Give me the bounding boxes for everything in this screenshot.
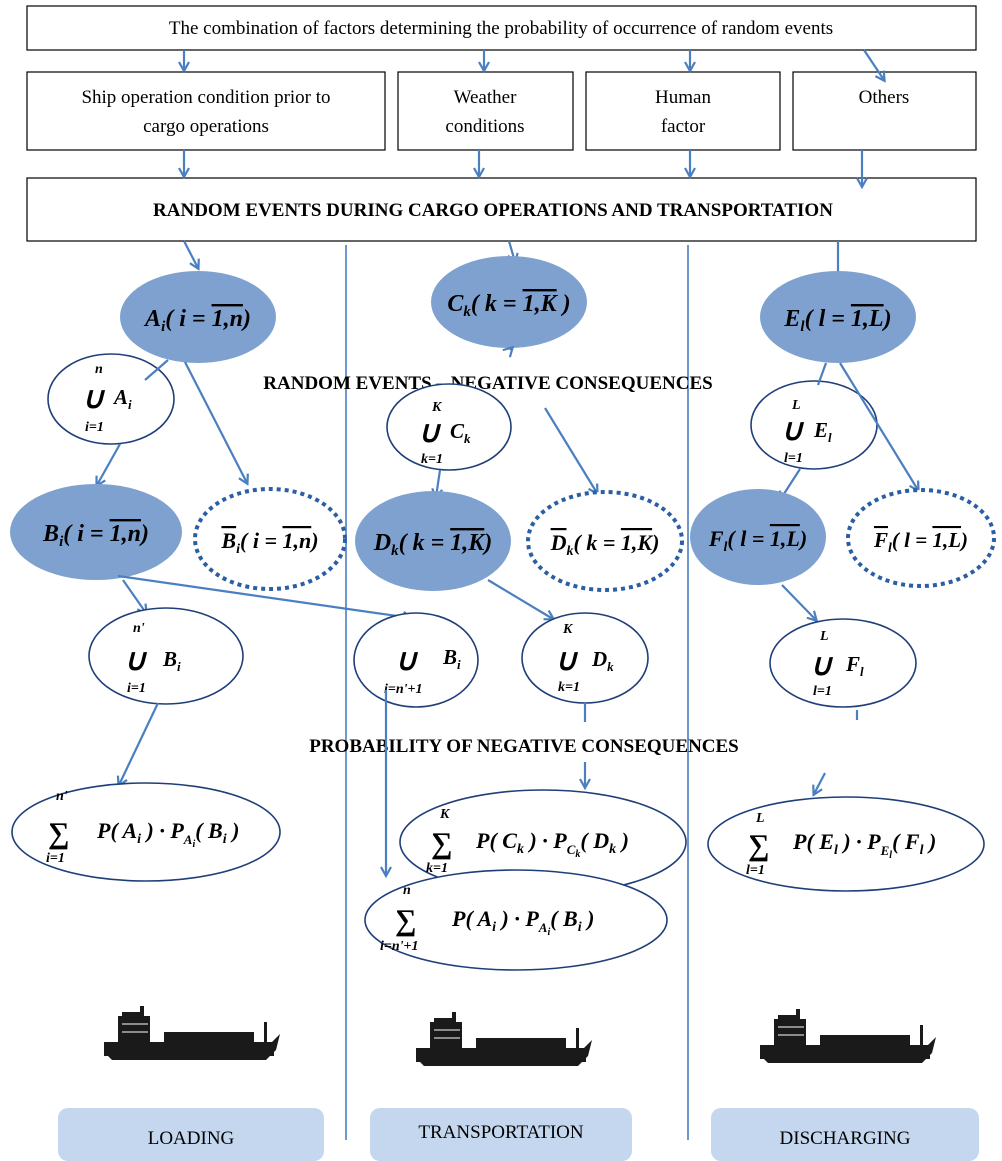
svg-text:∪: ∪	[781, 414, 805, 447]
event-F-ellipse	[690, 489, 826, 585]
svg-text:L: L	[755, 811, 765, 826]
stage-label-loading: LOADING	[148, 1128, 235, 1149]
factor-box-ship-condition	[26, 71, 386, 151]
svg-text:Fl: Fl	[845, 652, 864, 679]
stage-tab-loading	[58, 1108, 324, 1161]
svg-text:k=1: k=1	[558, 680, 580, 695]
event-D-label: Dk( k = 1,K)	[373, 530, 493, 559]
union-D-ellipse	[521, 612, 649, 704]
event-B-label: Bi( i = 1,n)	[42, 521, 149, 550]
event-E-ellipse	[760, 271, 916, 363]
event-E-label: El( l = 1,L)	[783, 306, 891, 335]
svg-text:K: K	[562, 622, 574, 637]
svg-text:l=1: l=1	[746, 863, 765, 878]
svg-text:∪: ∪	[555, 644, 579, 677]
svg-text:K: K	[431, 400, 443, 415]
svg-text:∑: ∑	[748, 829, 769, 862]
factor-human-line1: Human	[655, 87, 711, 108]
factor-human-line2: factor	[661, 116, 706, 137]
event-D-complement-ellipse	[526, 490, 684, 592]
ship-icon	[759, 1008, 937, 1064]
union-A-ellipse	[47, 353, 175, 445]
svg-text:L: L	[819, 629, 829, 644]
event-B-ellipse	[10, 484, 182, 580]
svg-text:L: L	[791, 398, 801, 413]
svg-text:k=1: k=1	[421, 452, 443, 467]
ship-icon	[103, 1005, 281, 1061]
svg-text:i=1: i=1	[127, 681, 146, 696]
sum-loading-ellipse	[11, 782, 281, 882]
factor-ship-line2: cargo operations	[143, 116, 269, 137]
svg-text:n: n	[403, 883, 411, 898]
event-B-complement-label: Bi( i = 1,n)	[220, 528, 318, 557]
svg-text:i=1: i=1	[46, 851, 65, 866]
svg-text:∑: ∑	[48, 817, 69, 850]
event-A-label: Ai( i = 1,n)	[143, 306, 251, 335]
svg-text:i=n'+1: i=n'+1	[380, 939, 419, 954]
header-title: The combination of factors determining t…	[169, 18, 833, 39]
union-symbol: ∪	[82, 382, 106, 415]
svg-text:Bi: Bi	[162, 647, 181, 674]
stage-tab-transportation	[370, 1108, 632, 1161]
union-F-ellipse	[769, 618, 917, 708]
header-box	[26, 5, 977, 51]
event-F-complement-ellipse	[846, 488, 996, 588]
event-B-complement-ellipse	[193, 487, 347, 591]
probability-title: PROBABILITY OF NEGATIVE CONSEQUENCES	[309, 736, 739, 757]
svg-text:El: El	[813, 418, 832, 445]
union-B-transport-ellipse	[353, 612, 479, 708]
negative-consequences-title: RANDOM EVENTS – NEGATIVE CONSEQUENCES	[263, 373, 712, 394]
stage-tab-discharging	[711, 1108, 979, 1161]
svg-text:∑: ∑	[431, 827, 452, 860]
factor-box-human	[585, 71, 781, 151]
svg-text:i=n'+1: i=n'+1	[384, 682, 423, 697]
stage-label-discharging: DISCHARGING	[780, 1128, 911, 1149]
svg-text:n: n	[95, 362, 103, 377]
factor-box-weather	[397, 71, 574, 151]
svg-text:K: K	[439, 807, 451, 822]
event-D-complement-label: Dk( k = 1,K)	[550, 530, 660, 559]
svg-text:Ai: Ai	[112, 385, 132, 412]
sum-transport-expr: P( Ck ) · PCk( Dk )	[475, 828, 629, 860]
random-events-title: RANDOM EVENTS DURING CARGO OPERATIONS AN…	[153, 200, 833, 221]
ship-icon	[415, 1011, 593, 1067]
factor-weather-line2: conditions	[445, 116, 524, 137]
event-C-ellipse	[431, 256, 587, 348]
random-events-box	[26, 177, 977, 242]
union-B-loading-ellipse	[88, 607, 244, 705]
sum-discharging-ellipse	[707, 796, 985, 892]
sum-transport-loaded-ellipse	[364, 869, 668, 971]
event-A-ellipse	[120, 271, 276, 363]
svg-text:∪: ∪	[810, 649, 834, 682]
factor-weather-line1: Weather	[454, 87, 517, 108]
event-F-label: Fl( l = 1,L)	[708, 526, 807, 555]
factor-ship-line1: Ship operation condition prior to	[81, 87, 330, 108]
union-C-ellipse	[386, 383, 512, 471]
svg-text:k=1: k=1	[426, 861, 448, 876]
stage-label-transportation: TRANSPORTATION	[418, 1122, 583, 1143]
event-F-complement-label: Fl( l = 1,L)	[873, 528, 968, 556]
svg-text:Bi: Bi	[442, 645, 461, 672]
factor-box-others	[792, 71, 977, 151]
svg-text:n': n'	[56, 789, 68, 804]
svg-text:∑: ∑	[395, 904, 416, 937]
svg-text:∪: ∪	[395, 644, 419, 677]
event-D-ellipse	[355, 491, 511, 591]
svg-text:l=1: l=1	[813, 684, 832, 699]
svg-text:∪: ∪	[418, 416, 442, 449]
factor-others-line1: Others	[859, 87, 910, 108]
svg-text:l=1: l=1	[784, 451, 803, 466]
svg-text:∪: ∪	[124, 644, 148, 677]
svg-text:n': n'	[133, 621, 145, 636]
svg-text:i=1: i=1	[85, 420, 104, 435]
